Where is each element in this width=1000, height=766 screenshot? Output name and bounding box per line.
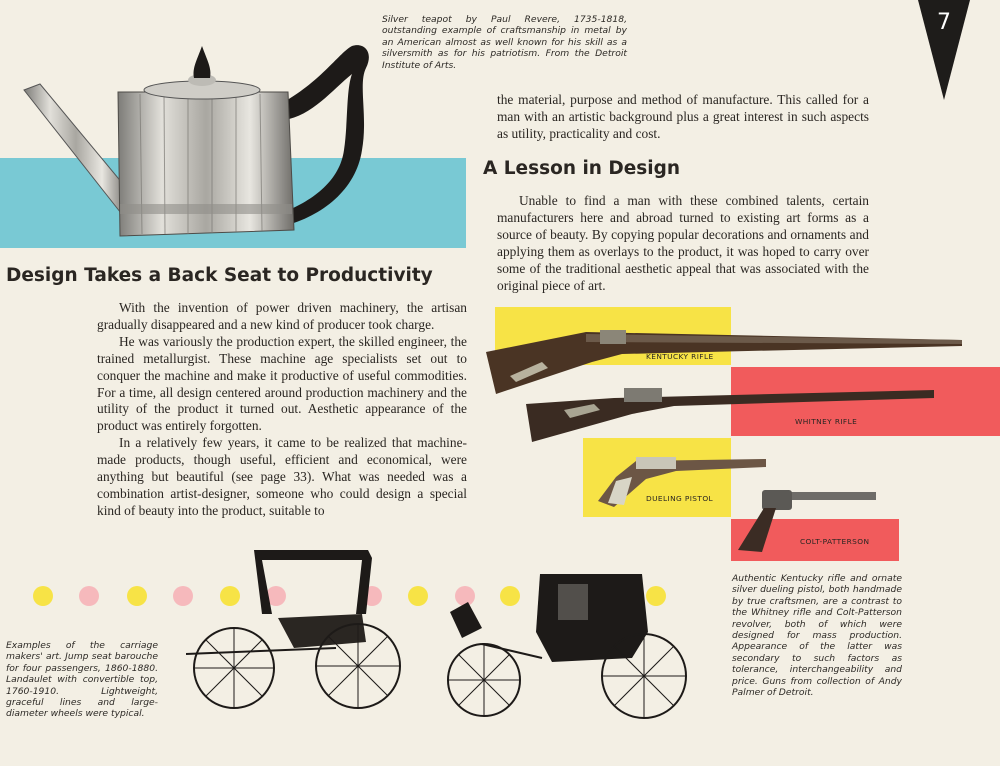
page-marker-triangle-icon (918, 0, 970, 100)
guns-caption: Authentic Kentucky rifle and ornate silv… (732, 573, 902, 699)
section-heading-lesson: A Lesson in Design (483, 158, 681, 179)
landaulet-carriage-illustration (447, 574, 687, 719)
colt-revolver-label: COLT-PATTERSON (800, 537, 870, 546)
carriage-caption: Examples of the carriage makers' art. Ju… (6, 640, 158, 720)
dot (408, 586, 428, 606)
page-number: 7 (937, 10, 951, 35)
dueling-pistol-illustration (598, 457, 766, 507)
dot (500, 586, 520, 606)
dot (127, 586, 147, 606)
dot (33, 586, 53, 606)
continuation-paragraph: the material, purpose and method of manu… (497, 92, 869, 143)
whitney-rifle-illustration (526, 388, 934, 442)
section-heading-productivity: Design Takes a Back Seat to Productivity (6, 265, 433, 286)
section-body-lesson: Unable to find a man with these combined… (497, 193, 869, 294)
dot (455, 586, 475, 606)
dot (646, 586, 666, 606)
kentucky-rifle-illustration (486, 330, 962, 394)
dot (220, 586, 240, 606)
paragraph: In a relatively few years, it came to be… (97, 435, 467, 518)
dot (173, 586, 193, 606)
paragraph: the material, purpose and method of manu… (497, 92, 869, 141)
paragraph: He was variously the production expert, … (97, 333, 467, 434)
page-number-marker: 7 (918, 0, 970, 100)
paragraph: With the invention of power driven machi… (97, 300, 467, 332)
section-body-productivity: With the invention of power driven machi… (97, 300, 467, 520)
barouche-carriage-illustration (186, 550, 401, 709)
dueling-pistol-label: DUELING PISTOL (646, 494, 714, 503)
dot (266, 586, 286, 606)
whitney-rifle-label: WHITNEY RIFLE (795, 417, 858, 426)
paragraph: Unable to find a man with these combined… (497, 193, 869, 293)
teapot-illustration (23, 45, 369, 237)
kentucky-rifle-label: KENTUCKY RIFLE (646, 352, 714, 361)
teapot-caption: Silver teapot by Paul Revere, 1735-1818,… (382, 14, 627, 71)
colt-revolver-illustration (738, 490, 876, 552)
dot (79, 586, 99, 606)
